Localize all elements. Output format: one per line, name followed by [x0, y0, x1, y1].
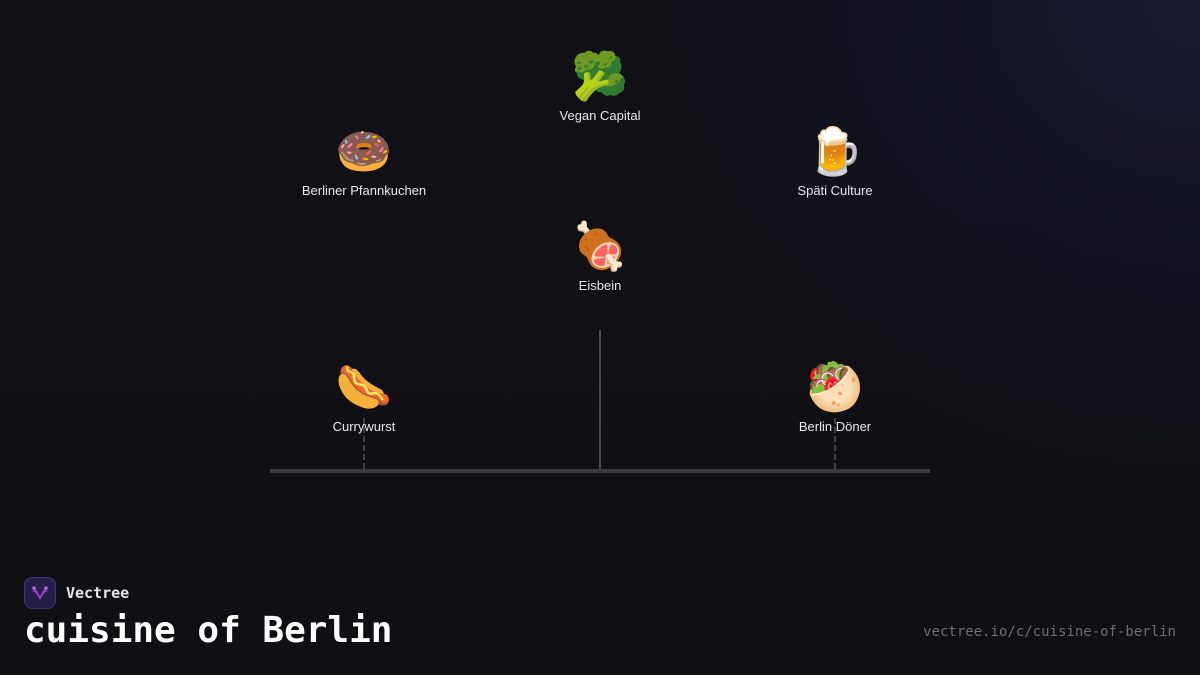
stuffed-flatbread-icon: 🥙 — [806, 360, 864, 414]
page-title: cuisine of Berlin — [24, 610, 393, 651]
brand: Vectree — [24, 577, 129, 609]
node-label: Eisbein — [578, 278, 622, 293]
beer-mug-icon: 🍺 — [806, 124, 864, 178]
node-label: Berlin Döner — [798, 419, 872, 434]
node-label: Berliner Pfannkuchen — [301, 183, 427, 198]
node-label: Currywurst — [332, 419, 396, 434]
broccoli-icon: 🥦 — [571, 49, 629, 103]
hot-dog-icon: 🌭 — [335, 360, 393, 414]
tree-trunk — [599, 330, 601, 471]
node-berliner-pfannkuchen[interactable]: 🍩 Berliner Pfannkuchen — [302, 123, 426, 198]
currywurst-stem — [363, 418, 365, 469]
node-label: Vegan Capital — [559, 108, 641, 123]
node-vegan-capital[interactable]: 🥦 Vegan Capital — [560, 48, 641, 123]
brand-name: Vectree — [66, 584, 130, 602]
vectree-logo-icon — [24, 577, 56, 609]
node-eisbein[interactable]: 🍖 Eisbein — [571, 218, 628, 293]
meat-on-bone-icon: 🍖 — [571, 219, 629, 273]
node-label: Späti Culture — [797, 183, 873, 198]
doener-stem — [834, 418, 836, 469]
page-url[interactable]: vectree.io/c/cuisine-of-berlin — [923, 624, 1176, 640]
tree-ground-line — [270, 469, 930, 473]
node-currywurst[interactable]: 🌭 Currywurst — [333, 359, 396, 434]
donut-icon: 🍩 — [335, 124, 393, 178]
node-spaeti-culture[interactable]: 🍺 Späti Culture — [797, 123, 872, 198]
node-berlin-doener[interactable]: 🥙 Berlin Döner — [799, 359, 871, 434]
